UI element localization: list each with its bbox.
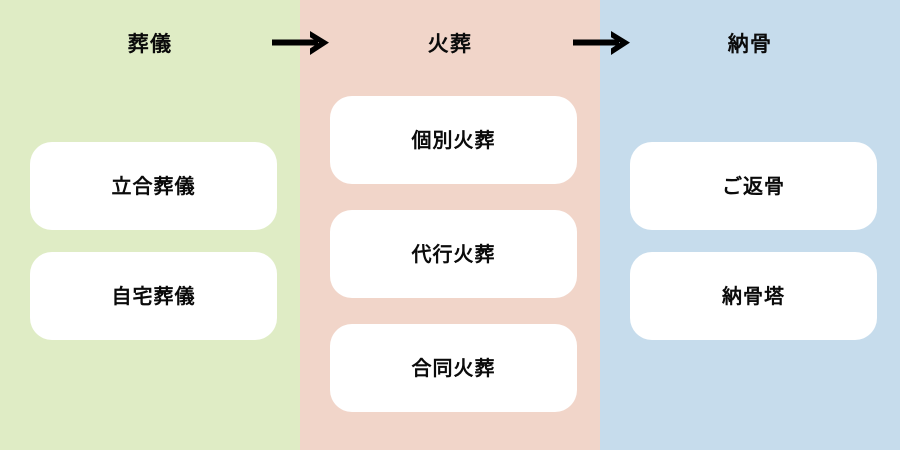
- column-header-cremation: 火葬: [427, 31, 473, 56]
- card-cremation-3[interactable]: 合同火葬: [330, 324, 577, 412]
- card-list-interment: ご返骨 納骨塔: [630, 142, 877, 340]
- card-list-cremation: 個別火葬 代行火葬 合同火葬: [330, 96, 577, 412]
- card-funeral-2[interactable]: 自宅葬儀: [30, 252, 277, 340]
- column-interment: 納骨 ご返骨 納骨塔: [600, 0, 900, 450]
- card-funeral-1[interactable]: 立合葬儀: [30, 142, 277, 230]
- card-interment-2[interactable]: 納骨塔: [630, 252, 877, 340]
- column-header-interment: 納骨: [727, 31, 773, 56]
- column-cremation: 火葬 個別火葬 代行火葬 合同火葬: [300, 0, 600, 450]
- column-funeral: 葬儀 立合葬儀 自宅葬儀: [0, 0, 300, 450]
- card-cremation-2[interactable]: 代行火葬: [330, 210, 577, 298]
- card-interment-1[interactable]: ご返骨: [630, 142, 877, 230]
- card-cremation-1[interactable]: 個別火葬: [330, 96, 577, 184]
- column-header-funeral: 葬儀: [127, 31, 173, 56]
- card-list-funeral: 立合葬儀 自宅葬儀: [30, 142, 277, 340]
